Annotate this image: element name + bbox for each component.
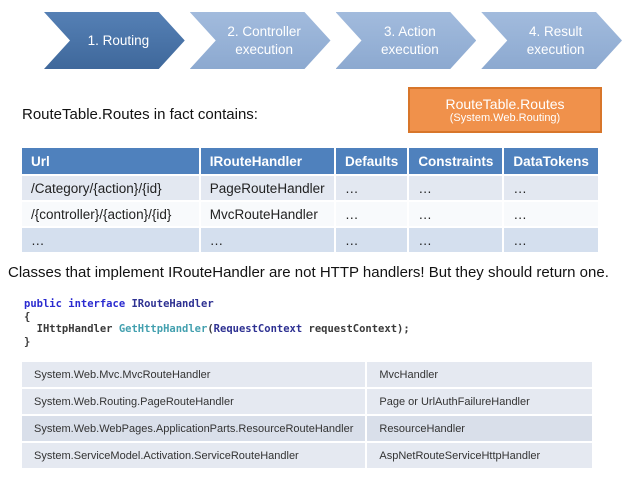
table-cell: System.Web.Routing.PageRouteHandler [22, 389, 366, 414]
table-row: System.ServiceModel.Activation.ServiceRo… [22, 443, 592, 468]
routes-table-body: /Category/{action}/{id}PageRouteHandler…… [22, 176, 598, 252]
process-flow: 1. Routing 2. Controller execution 3. Acti… [44, 12, 622, 69]
process-step-label: 1. Routing [87, 32, 150, 48]
process-step-label: 3. Action execution [380, 23, 439, 57]
route-table-callout: RouteTable.Routes (System.Web.Routing) [408, 87, 602, 133]
code-token: ( [207, 323, 214, 335]
note-text: Classes that implement IRouteHandler are… [8, 264, 609, 281]
code-line: public interface IRouteHandler [24, 298, 410, 311]
table-cell: ResourceHandler [367, 416, 592, 441]
code-token: } [24, 335, 31, 348]
process-step: 2. Controller execution [190, 12, 331, 69]
table-cell: System.ServiceModel.Activation.ServiceRo… [22, 443, 366, 468]
process-step-label: 2. Controller execution [227, 23, 301, 57]
table-cell: MvcRouteHandler [200, 202, 335, 226]
table-cell: … [409, 202, 503, 226]
code-token: GetHttpHandler [118, 323, 208, 335]
table-cell: PageRouteHandler [200, 176, 335, 200]
code-line: } [24, 336, 410, 349]
table-cell: … [409, 176, 503, 200]
code-token: IRouteHandler [131, 298, 214, 310]
code-line: { [24, 311, 410, 324]
table-cell: … [200, 228, 335, 252]
table-cell: … [336, 228, 408, 252]
table-cell: /Category/{action}/{id} [22, 176, 199, 200]
process-step-label: 4. Result execution [526, 23, 585, 57]
process-step: 1. Routing [44, 12, 185, 69]
column-header: Constraints [409, 148, 503, 174]
code-token: RequestContext [213, 323, 303, 335]
process-step: 4. Result execution [481, 12, 622, 69]
table-row: /Category/{action}/{id}PageRouteHandler…… [22, 176, 598, 200]
code-token: public interface [24, 298, 132, 310]
column-header: Url [22, 148, 199, 174]
code-token: { [24, 310, 31, 323]
intro-text: RouteTable.Routes in fact contains: [22, 106, 258, 123]
table-cell: … [504, 176, 598, 200]
table-cell: AspNetRouteServiceHttpHandler [367, 443, 592, 468]
table-row: /{controller}/{action}/{id}MvcRouteHandl… [22, 202, 598, 226]
table-cell: … [504, 202, 598, 226]
table-cell: /{controller}/{action}/{id} [22, 202, 199, 226]
code-token: IHttpHandler [24, 323, 119, 335]
column-header: DataTokens [504, 148, 598, 174]
table-row: …………… [22, 228, 598, 252]
table-cell: … [22, 228, 199, 252]
table-cell: System.Web.Mvc.MvcRouteHandler [22, 362, 366, 387]
table-cell: System.Web.WebPages.ApplicationParts.Res… [22, 416, 366, 441]
code-token: requestContext); [302, 323, 410, 335]
table-cell: MvcHandler [367, 362, 592, 387]
table-row: System.Web.WebPages.ApplicationParts.Res… [22, 416, 592, 441]
table-cell: … [336, 176, 408, 200]
code-block: public interface IRouteHandler{ IHttpHan… [24, 298, 410, 348]
callout-title: RouteTable.Routes [445, 95, 565, 112]
callout-subtitle: (System.Web.Routing) [449, 111, 561, 124]
column-header: IRouteHandler [200, 148, 335, 174]
table-cell: … [336, 202, 408, 226]
process-step: 3. Action execution [336, 12, 477, 69]
column-header: Defaults [336, 148, 408, 174]
table-cell: … [409, 228, 503, 252]
table-cell: … [504, 228, 598, 252]
table-cell: Page or UrlAuthFailureHandler [367, 389, 592, 414]
code-line: IHttpHandler GetHttpHandler(RequestConte… [24, 323, 410, 336]
